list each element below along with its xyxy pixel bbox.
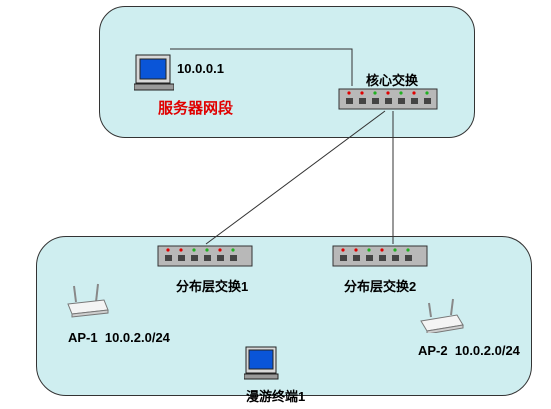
server-zone-label: 服务器网段 bbox=[158, 100, 234, 117]
access-point-1-icon bbox=[67, 283, 109, 318]
ap-1-name: AP-1 bbox=[68, 330, 98, 345]
roaming-terminal-monitor-icon bbox=[244, 346, 279, 380]
ap-1-subnet: 10.0.2.0/24 bbox=[104, 330, 170, 345]
server-monitor-icon bbox=[134, 54, 174, 91]
server-ip-label: 10.0.0.1 bbox=[177, 61, 224, 76]
access-point-2-icon bbox=[420, 298, 464, 333]
ap-2-subnet: 10.0.2.0/24 bbox=[454, 343, 520, 358]
link-server-core bbox=[170, 48, 353, 86]
roaming-terminal-label: 漫游终端1 bbox=[246, 389, 306, 404]
dist-switch-1-label: 分布层交换1 bbox=[176, 279, 249, 294]
ap-1-label: AP-1 10.0.2.0/24 bbox=[68, 330, 170, 345]
core-switch-label: 核心交换 bbox=[366, 73, 419, 88]
link-core-dist1 bbox=[205, 110, 386, 245]
ap-2-label: AP-2 10.0.2.0/24 bbox=[418, 343, 520, 358]
ap-2-name: AP-2 bbox=[418, 343, 448, 358]
dist-switch-2-icon bbox=[332, 245, 428, 267]
core-switch-icon bbox=[338, 88, 438, 110]
dist-switch-2-label: 分布层交换2 bbox=[344, 279, 417, 294]
dist-switch-1-icon bbox=[157, 245, 253, 267]
